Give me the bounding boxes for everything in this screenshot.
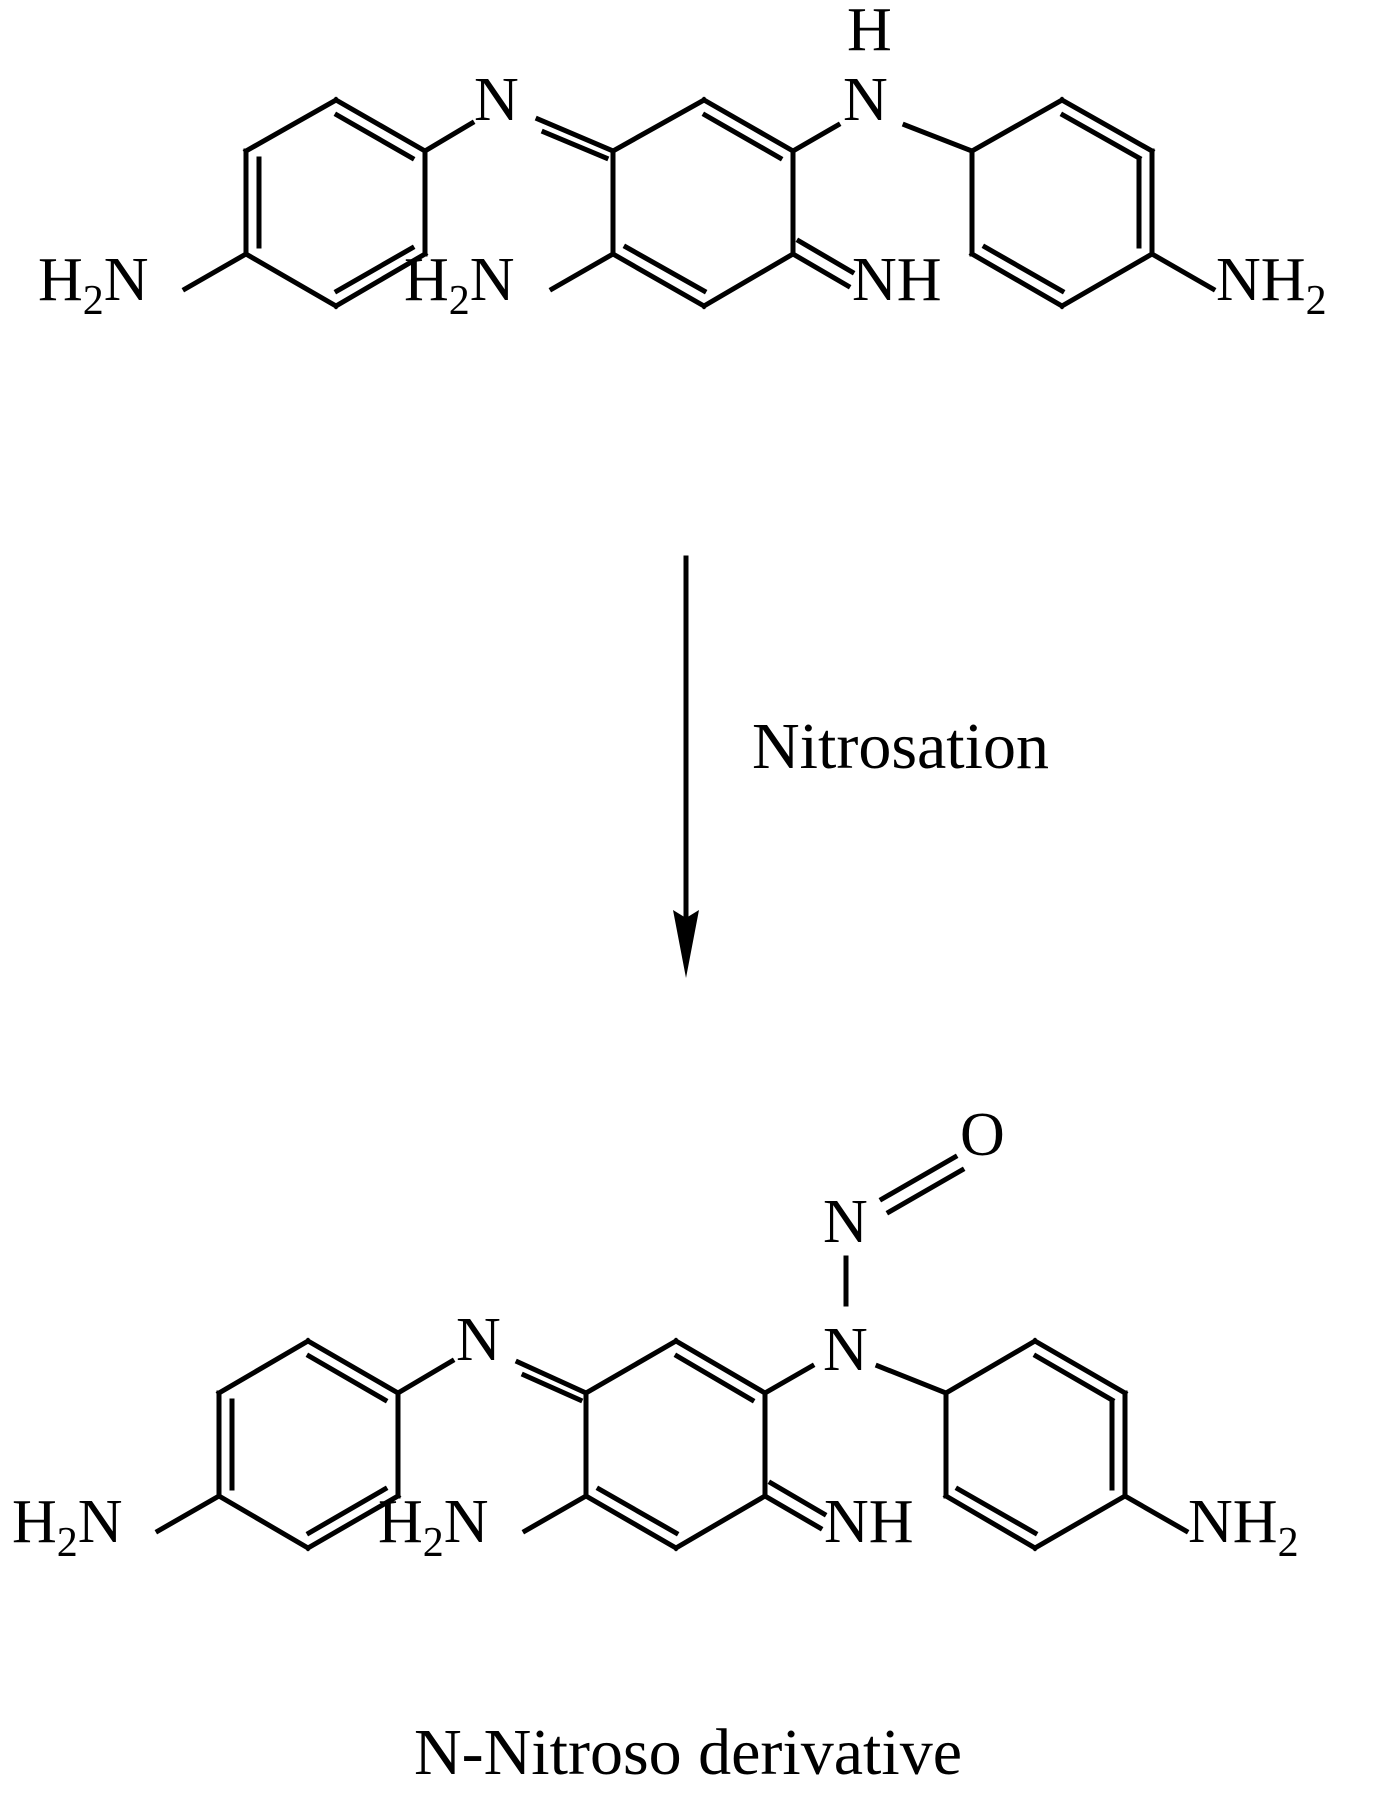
ring-amine-label-bottom: H2N xyxy=(378,1488,489,1566)
nh-bridge-bond-a xyxy=(789,121,842,155)
ring-amine-bond-top xyxy=(548,250,617,293)
right-amine-label-bottom: NH2 xyxy=(1188,1488,1299,1566)
imine-double-bond-top xyxy=(534,115,617,155)
left-amine-label-bottom: H2N xyxy=(12,1488,123,1566)
amine-bond-right-top xyxy=(1148,250,1217,293)
product-molecule: H2N N O N N H2N NH NH2 xyxy=(12,1101,1299,1566)
quinoid-ring-bottom xyxy=(582,1337,769,1552)
right-amine-label-top: NH2 xyxy=(1216,246,1327,324)
amine-bond-left-top xyxy=(181,250,250,293)
right-benzene-ring-top xyxy=(968,96,1156,310)
product-caption: N-Nitroso derivative xyxy=(414,1716,962,1789)
right-benzene-ring-bottom xyxy=(942,1337,1129,1552)
ring-imine-bond-top xyxy=(789,250,852,290)
arrow-head xyxy=(673,910,699,978)
imine-bond-top xyxy=(421,119,476,155)
left-amine-label-top: H2N xyxy=(38,246,149,324)
amine-bond-left-bottom xyxy=(154,1492,223,1535)
n-bridge-bond-b xyxy=(874,1362,950,1397)
nh-h-label-top: H xyxy=(847,0,892,64)
reactant-molecule: H2N N H N H2N NH NH2 xyxy=(38,0,1327,324)
nitroso-n-label: N xyxy=(823,1188,868,1256)
imine-bond-bottom xyxy=(394,1357,456,1397)
amine-bond-right-bottom xyxy=(1121,1492,1190,1535)
quinoid-ring-top xyxy=(609,96,797,310)
left-benzene-ring-top xyxy=(242,96,429,310)
imine-n-label-bottom: N xyxy=(456,1306,501,1374)
ring-imine-label-bottom: NH xyxy=(824,1488,914,1556)
n-o-double-bond xyxy=(878,1153,959,1203)
reaction-label: Nitrosation xyxy=(752,710,1049,783)
imine-n-label-top: N xyxy=(474,66,519,134)
n-bridge-bond-a xyxy=(761,1362,816,1397)
reaction-arrow xyxy=(673,555,699,978)
ring-imine-bond-bottom xyxy=(761,1492,824,1532)
left-benzene-ring-bottom xyxy=(215,1337,402,1552)
imine-double-bond-bottom xyxy=(514,1358,590,1397)
ring-amine-label-top: H2N xyxy=(404,246,515,324)
bridge-n-label-bottom: N xyxy=(823,1316,868,1384)
ring-imine-label-top: NH xyxy=(852,246,942,314)
nh-bridge-bond-b xyxy=(901,121,976,155)
ring-amine-bond-bottom xyxy=(521,1492,590,1535)
nh-n-label-top: N xyxy=(843,66,888,134)
nitroso-o-label: O xyxy=(960,1101,1005,1169)
